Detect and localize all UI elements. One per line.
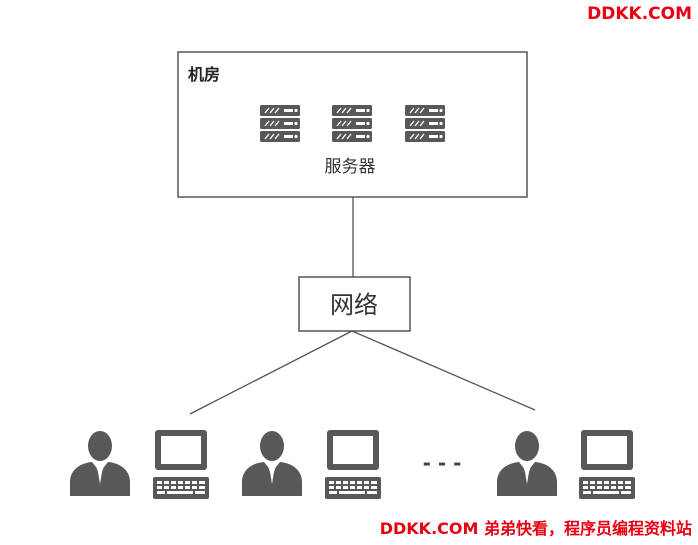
link-network-left bbox=[189, 330, 353, 415]
server-icon-1 bbox=[260, 105, 300, 142]
person-icon bbox=[70, 431, 130, 496]
computer-icon bbox=[579, 430, 635, 499]
server-label: 服务器 bbox=[325, 157, 376, 177]
computer-icon bbox=[325, 430, 381, 499]
user-computer-2 bbox=[242, 430, 381, 499]
network-label: 网络 bbox=[330, 291, 378, 319]
machine-room-label: 机房 bbox=[188, 65, 220, 84]
watermark-bottom: DDKK.COM 弟弟快看，程序员编程资料站 bbox=[379, 519, 692, 538]
server-icon-2 bbox=[332, 105, 372, 142]
user-computer-3 bbox=[497, 430, 635, 499]
ellipsis: - - - bbox=[423, 451, 462, 475]
user-computer-1 bbox=[70, 430, 209, 499]
link-network-right bbox=[351, 330, 536, 411]
server-icon-3 bbox=[405, 105, 445, 142]
computer-icon bbox=[153, 430, 209, 499]
person-icon bbox=[497, 431, 557, 496]
network-box bbox=[298, 276, 411, 332]
person-icon bbox=[242, 431, 302, 496]
watermark-top: DDKK.COM bbox=[587, 4, 692, 24]
